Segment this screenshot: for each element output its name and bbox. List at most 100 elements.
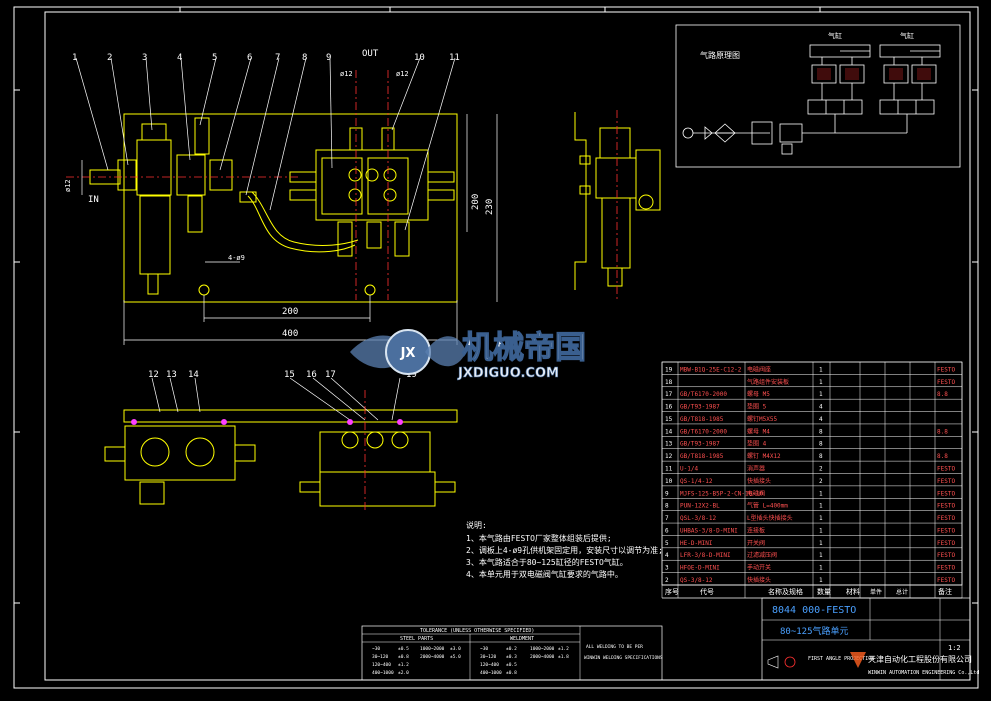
out-label: OUT [362,49,379,59]
bom-row-name: 螺母 M4 [747,427,770,435]
tolerance-cell: ~30 [372,646,380,652]
bom-row-no: 5 [665,540,669,547]
bom-row-note: FESTO [937,366,955,373]
bom-row-code: GB/T818-1985 [680,453,724,460]
balloon-labels-bottom: 12 13 14 15 16 17 19 [148,370,417,380]
bom-row-name: 气路组件安装板 [747,378,789,386]
bom-row-note: 8.8 [937,428,948,435]
bom-row-qty: 4 [819,416,823,423]
bom-row-code: HE-D-MINI [680,540,713,547]
welding-spec: WINWIN WELDING SPECIFICATIONS [584,655,663,661]
bom-row-name: 螺母 M5 [747,390,770,398]
bom-row-code: HFOE-D-MINI [680,565,720,572]
tolerance-cell: ±1.2 [398,662,409,668]
bom-row-code: MJFS-125-B5P-2-CN-16-10 [680,490,763,497]
tolerance-cell: ±0.8 [398,654,409,660]
bom-row-name: 电磁阀 [747,489,765,497]
bom-row-name: 快插接头 [747,477,771,485]
bom-row-code: GB/T6170-2000 [680,391,727,398]
note-line: 4、本单元用于双电磁阀气缸要求的气路中。 [466,569,623,579]
bom-row-name: 螺钉M5X55 [747,415,777,423]
bom-row-no: 4 [665,552,669,559]
regulator-knob [141,123,167,141]
mounting-plate [123,113,458,303]
balloon-12: 12 [148,370,159,380]
balloon-13: 13 [166,370,177,380]
balloon-3: 3 [142,53,147,63]
bom-row-note: FESTO [937,552,955,559]
bom-row-qty: 1 [819,565,823,572]
bom-row-qty: 1 [819,527,823,534]
bom-row-code: LFR-3/8-D-MINI [680,552,731,559]
schematic-title: 气路原理图 [700,50,740,60]
bom-row-no: 18 [665,379,673,386]
bom-row-no: 14 [665,428,673,435]
bom-row-note: FESTO [937,379,955,386]
watermark-title: 机械帝国 [462,330,586,366]
tolerance-cell: 30~120 [372,654,389,660]
balloon-15: 15 [284,370,295,380]
bom-row-code: U-1/4 [680,466,698,473]
tolerance-block: TOLERANCE (UNLESS OTHERWISE SPECIFIED) S… [361,625,663,681]
balloon-1: 1 [72,53,77,63]
bom-row-name: 快插接头 [747,576,771,584]
bom-row-qty: 1 [819,503,823,510]
balloon-19: 19 [406,370,417,380]
bom-row-note: FESTO [937,478,955,485]
frame-ticks [14,7,978,604]
bom-row-code: GB/T818-1985 [680,416,724,423]
drawing-name: 80~125气路单元 [780,625,849,637]
valve-manifold [315,149,429,221]
company-name: 天津自动化工程股份有限公司 [868,654,972,664]
company-logo-icon [850,652,866,668]
welding-allowance: ALL WELDING TO BE PER [586,644,643,650]
filter-drain [147,273,159,295]
bom-row-name: 消声器 [747,465,765,473]
watermark-logo-letters: JX [400,346,416,361]
bom-row-code: GB/T93-1987 [680,404,720,411]
tolerance-cell: ±0.5 [506,662,517,668]
balloon-14: 14 [188,370,199,380]
bom-row-note: FESTO [937,466,955,473]
bom-header-total: 总计 [896,588,908,596]
bom-row-qty: 1 [819,552,823,559]
bom-row-qty: 1 [819,515,823,522]
tolerance-cell: 120~400 [372,662,391,668]
dim-230: 230 [485,199,495,215]
bom-row-code: QS-3/8-12 [680,577,713,584]
bom-row-note: FESTO [937,540,955,547]
tolerance-cell: ~30 [480,646,488,652]
bom-row-code: MBW-B1Q-25E-C12-2 [680,366,742,373]
first-angle-label: FIRST ANGLE PROJECTION [808,656,874,662]
bom-row-code: PUN-12X2-BL [680,503,720,510]
bom-row-note: FESTO [937,577,955,584]
balloon-7: 7 [275,53,280,63]
balloon-2: 2 [107,53,112,63]
bom-row-qty: 2 [819,466,823,473]
bom-row-qty: 8 [819,428,823,435]
balloon-labels-top: 1 2 3 4 5 6 7 8 9 10 11 OUT IN ø12 ø12 ø… [64,49,495,339]
bom-row-name: L型插头快插接头 [747,514,793,522]
bom-row-name: 垫圈 5 [747,403,767,411]
bom-row-no: 6 [665,527,669,534]
dim-400: 400 [282,329,298,339]
title-block: 8044 000-FESTO 80~125气路单元 1:2 FIRST ANGL… [761,597,979,681]
balloon-17: 17 [325,370,336,380]
dim-200-horizontal: 200 [282,307,298,317]
bom-row-code: UHBAS-3/8-D-MINI [680,527,738,534]
bom-row-code: GB/T93-1987 [680,441,720,448]
in-label: IN [88,195,99,205]
bom-row-code: GB/T6170-2000 [680,428,727,435]
drawing-scale: 1:2 [948,644,961,652]
hole-callout: 4-ø9 [228,254,245,262]
watermark: JX 机械帝国 JXDIGUO.COM [350,329,587,381]
bom-row-qty: 2 [819,478,823,485]
bom-row-no: 2 [665,577,669,584]
dim-phi12-b: ø12 [396,70,409,78]
drawing-number: 8044 000-FESTO [772,605,856,616]
balloon-4: 4 [177,53,182,63]
tolerance-cell: ±1.2 [558,646,569,652]
air-tube [247,195,356,253]
